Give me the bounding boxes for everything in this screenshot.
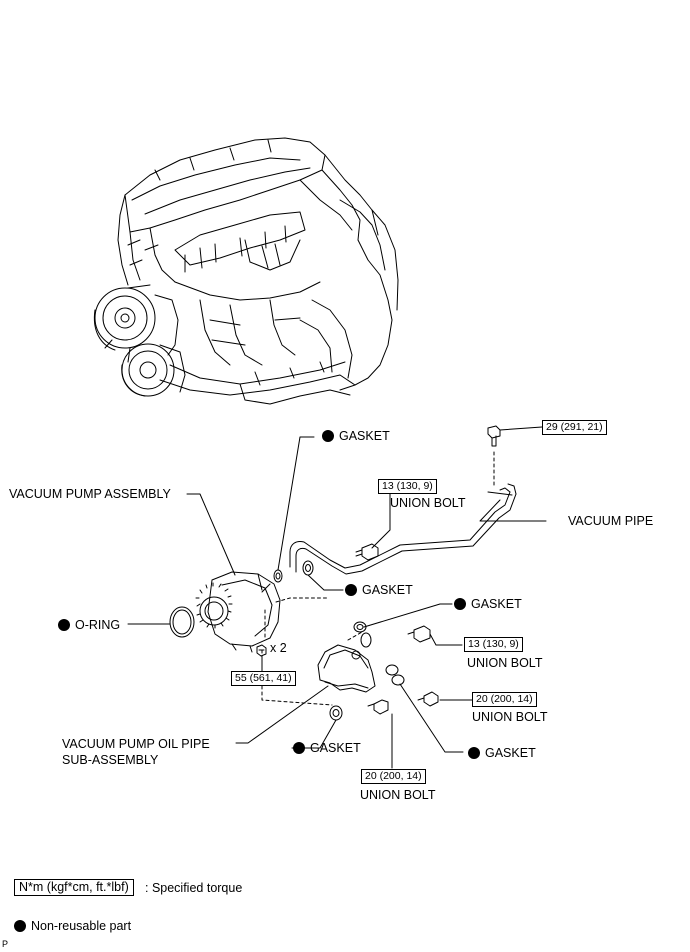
- nonreusable-dot-icon: [454, 598, 466, 610]
- o-ring-text: O-RING: [75, 618, 121, 632]
- oil-pipe-label-line1: VACUUM PUMP OIL PIPE: [62, 737, 210, 751]
- torque-box-13b: 13 (130, 9): [464, 637, 523, 652]
- union-bolt-3-shape: [417, 691, 439, 707]
- vacuum-pipe-label: VACUUM PIPE: [568, 514, 654, 528]
- gasket-text: GASKET: [310, 741, 361, 755]
- oil-pipe-label-line2: SUB-ASSEMBLY: [62, 753, 159, 767]
- torque-unit-description: : Specified torque: [145, 881, 243, 895]
- vacuum-pump-assembly-illustration: [195, 571, 281, 653]
- nonreusable-text: Non-reusable part: [31, 919, 132, 933]
- engine-block-illustration: [93, 137, 399, 405]
- gasket-text: GASKET: [362, 583, 413, 597]
- torque-unit-box: N*m (kgf*cm, ft.*lbf): [14, 879, 134, 896]
- torque-box-20b: 20 (200, 14): [361, 769, 426, 784]
- oil-pipe-shape: [317, 644, 376, 693]
- gasket-text: GASKET: [471, 597, 522, 611]
- gasket-text: GASKET: [485, 746, 536, 760]
- gasket-label-bottom-right: GASKET: [468, 746, 536, 760]
- gasket-label-bottom-left: GASKET: [293, 741, 361, 755]
- gasket-label-top: GASKET: [322, 429, 390, 443]
- union-bolt-4-shape: [367, 699, 389, 715]
- torque-box-55: 55 (561, 41): [231, 671, 296, 686]
- top-bolt-shape: [487, 425, 501, 447]
- nonreusable-dot-icon: [14, 920, 26, 932]
- oil-gaskets-shape: [329, 664, 405, 721]
- nonreusable-legend: Non-reusable part: [14, 919, 131, 933]
- nonreusable-dot-icon: [58, 619, 70, 631]
- vacuum-pump-assembly-label: VACUUM PUMP ASSEMBLY: [9, 487, 171, 501]
- union-bolt-2-shape: [407, 625, 431, 643]
- nonreusable-dot-icon: [293, 742, 305, 754]
- gasket-label-mid: GASKET: [345, 583, 413, 597]
- nonreusable-dot-icon: [468, 747, 480, 759]
- torque-box-29: 29 (291, 21): [542, 420, 607, 435]
- union-bolt-1-shape: [355, 543, 379, 561]
- union-bolt-label-1: UNION BOLT: [390, 496, 466, 510]
- torque-box-13a: 13 (130, 9): [378, 479, 437, 494]
- torque-box-20a: 20 (200, 14): [472, 692, 537, 707]
- nonreusable-dot-icon: [345, 584, 357, 596]
- o-ring-shape: [169, 606, 195, 638]
- union-bolt-label-3: UNION BOLT: [472, 710, 548, 724]
- vacuum-pipe-shape: [289, 483, 517, 575]
- x2-label: x 2: [270, 641, 287, 655]
- gasket-label-right: GASKET: [454, 597, 522, 611]
- gasket-text: GASKET: [339, 429, 390, 443]
- union-bolt-label-2: UNION BOLT: [467, 656, 543, 670]
- corner-code: P: [2, 939, 9, 949]
- union-bolt-label-4: UNION BOLT: [360, 788, 436, 802]
- leader-lines: [127, 426, 547, 769]
- nonreusable-dot-icon: [322, 430, 334, 442]
- o-ring-label: O-RING: [58, 618, 120, 632]
